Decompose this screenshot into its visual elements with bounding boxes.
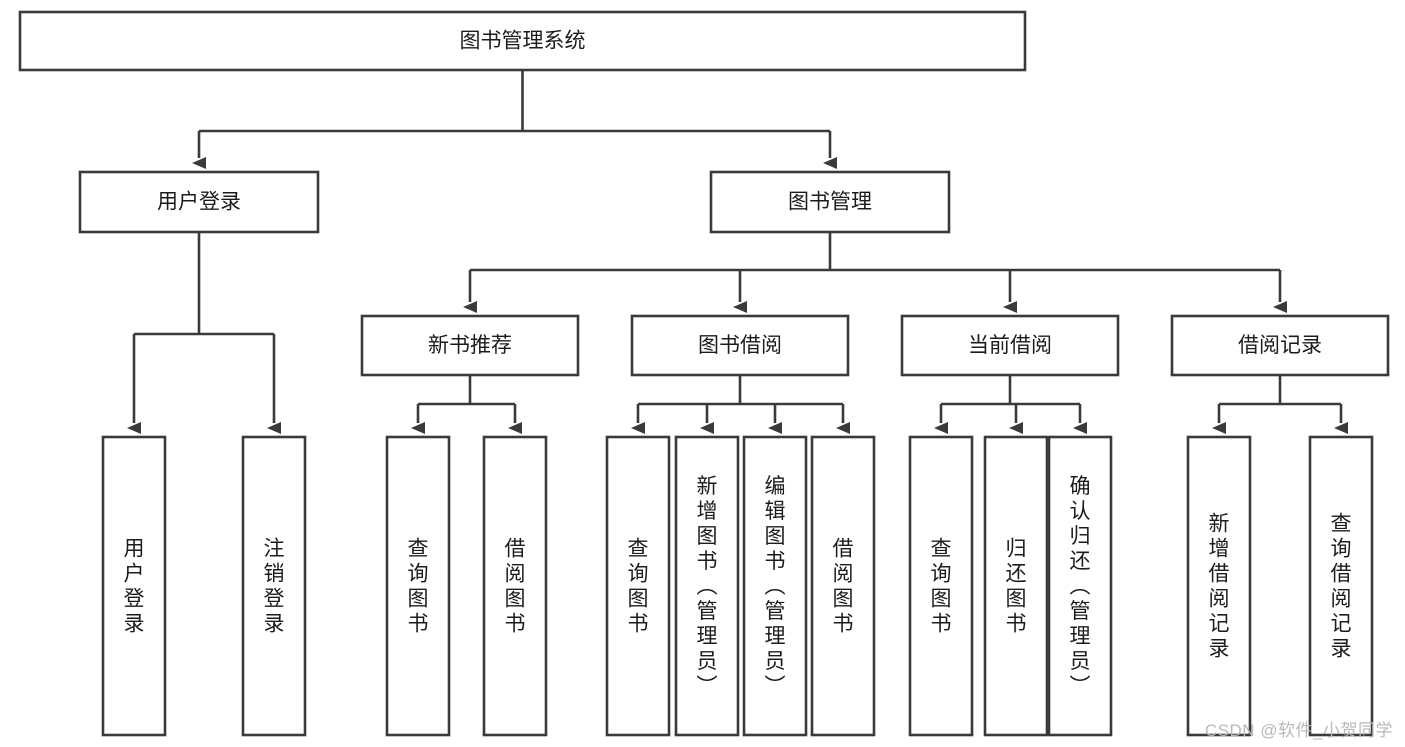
node-current-return-book-label: 归还图书	[1006, 538, 1027, 636]
node-current-query-book[interactable]: 查询图书	[908, 435, 974, 737]
node-borrow-query-book[interactable]: 查询图书	[605, 435, 671, 737]
node-record-add[interactable]: 新增借阅记录	[1186, 435, 1252, 737]
node-root-system-box	[18, 10, 1027, 72]
node-current-query-book-box	[908, 435, 974, 737]
node-user-login-do[interactable]: 用户登录	[101, 435, 167, 737]
node-current-confirm-return[interactable]: 确认归还︵管理员︶	[1047, 435, 1113, 737]
node-recommend-query-book-label: 查询图书	[408, 538, 429, 636]
node-recommend-query-book-box	[385, 435, 451, 737]
node-new-book-recommend[interactable]: 新书推荐	[360, 314, 580, 377]
node-recommend-borrow-book[interactable]: 借阅图书	[482, 435, 548, 737]
node-borrow-record-label: 借阅记录	[1238, 334, 1322, 357]
node-user-login-do-box	[101, 435, 167, 737]
node-borrow-add-book-box	[674, 435, 740, 737]
node-borrow-query-book-box	[605, 435, 671, 737]
node-user-logout-label: 注销登录	[264, 538, 285, 636]
node-borrow-add-book[interactable]: 新增图书︵管理员︶	[674, 435, 740, 737]
node-book-management-box	[709, 170, 951, 234]
node-borrow-add-book-label: 新增图书︵管理员︶	[697, 475, 718, 698]
node-record-add-label: 新增借阅记录	[1209, 513, 1230, 661]
node-record-query[interactable]: 查询借阅记录	[1308, 435, 1374, 737]
node-borrow-edit-book-label: 编辑图书︵管理员︶	[765, 475, 786, 698]
node-user-logout-box	[241, 435, 307, 737]
node-current-query-book-label: 查询图书	[931, 538, 952, 636]
node-current-borrow-box	[900, 314, 1120, 377]
node-current-return-book[interactable]: 归还图书	[983, 435, 1049, 737]
node-borrow-lend-book-label: 借阅图书	[833, 538, 854, 636]
node-book-borrow[interactable]: 图书借阅	[630, 314, 850, 377]
node-root-system[interactable]: 图书管理系统	[18, 10, 1027, 72]
node-user-login-label: 用户登录	[157, 191, 241, 214]
node-recommend-query-book[interactable]: 查询图书	[385, 435, 451, 737]
node-book-management[interactable]: 图书管理	[709, 170, 951, 234]
node-new-book-recommend-label: 新书推荐	[428, 334, 512, 357]
node-borrow-lend-book[interactable]: 借阅图书	[810, 435, 876, 737]
node-user-logout[interactable]: 注销登录	[241, 435, 307, 737]
node-new-book-recommend-box	[360, 314, 580, 377]
node-user-login[interactable]: 用户登录	[78, 170, 320, 234]
node-current-return-book-box	[983, 435, 1049, 737]
node-borrow-edit-book-box	[742, 435, 808, 737]
node-book-borrow-label: 图书借阅	[698, 334, 782, 357]
node-borrow-edit-book[interactable]: 编辑图书︵管理员︶	[742, 435, 808, 737]
node-current-borrow[interactable]: 当前借阅	[900, 314, 1120, 377]
node-borrow-record[interactable]: 借阅记录	[1170, 314, 1390, 377]
watermark-label: CSDN @软件_小贺同学	[1204, 721, 1393, 740]
node-borrow-query-book-label: 查询图书	[628, 538, 649, 636]
connector-layer	[127, 70, 1348, 434]
node-layer: 图书管理系统用户登录图书管理新书推荐图书借阅当前借阅借阅记录用户登录注销登录查询…	[18, 10, 1390, 737]
node-user-login-do-label: 用户登录	[124, 538, 145, 636]
node-current-borrow-label: 当前借阅	[968, 334, 1052, 357]
node-record-add-box	[1186, 435, 1252, 737]
node-borrow-record-box	[1170, 314, 1390, 377]
node-current-confirm-return-box	[1047, 435, 1113, 737]
node-book-management-label: 图书管理	[788, 191, 872, 214]
node-borrow-lend-book-box	[810, 435, 876, 737]
node-recommend-borrow-book-box	[482, 435, 548, 737]
node-root-system-label: 图书管理系统	[460, 30, 586, 53]
node-record-query-box	[1308, 435, 1374, 737]
node-record-query-label: 查询借阅记录	[1331, 513, 1352, 661]
node-book-borrow-box	[630, 314, 850, 377]
node-user-login-box	[78, 170, 320, 234]
node-current-confirm-return-label: 确认归还︵管理员︶	[1070, 475, 1091, 698]
node-recommend-borrow-book-label: 借阅图书	[505, 538, 526, 636]
